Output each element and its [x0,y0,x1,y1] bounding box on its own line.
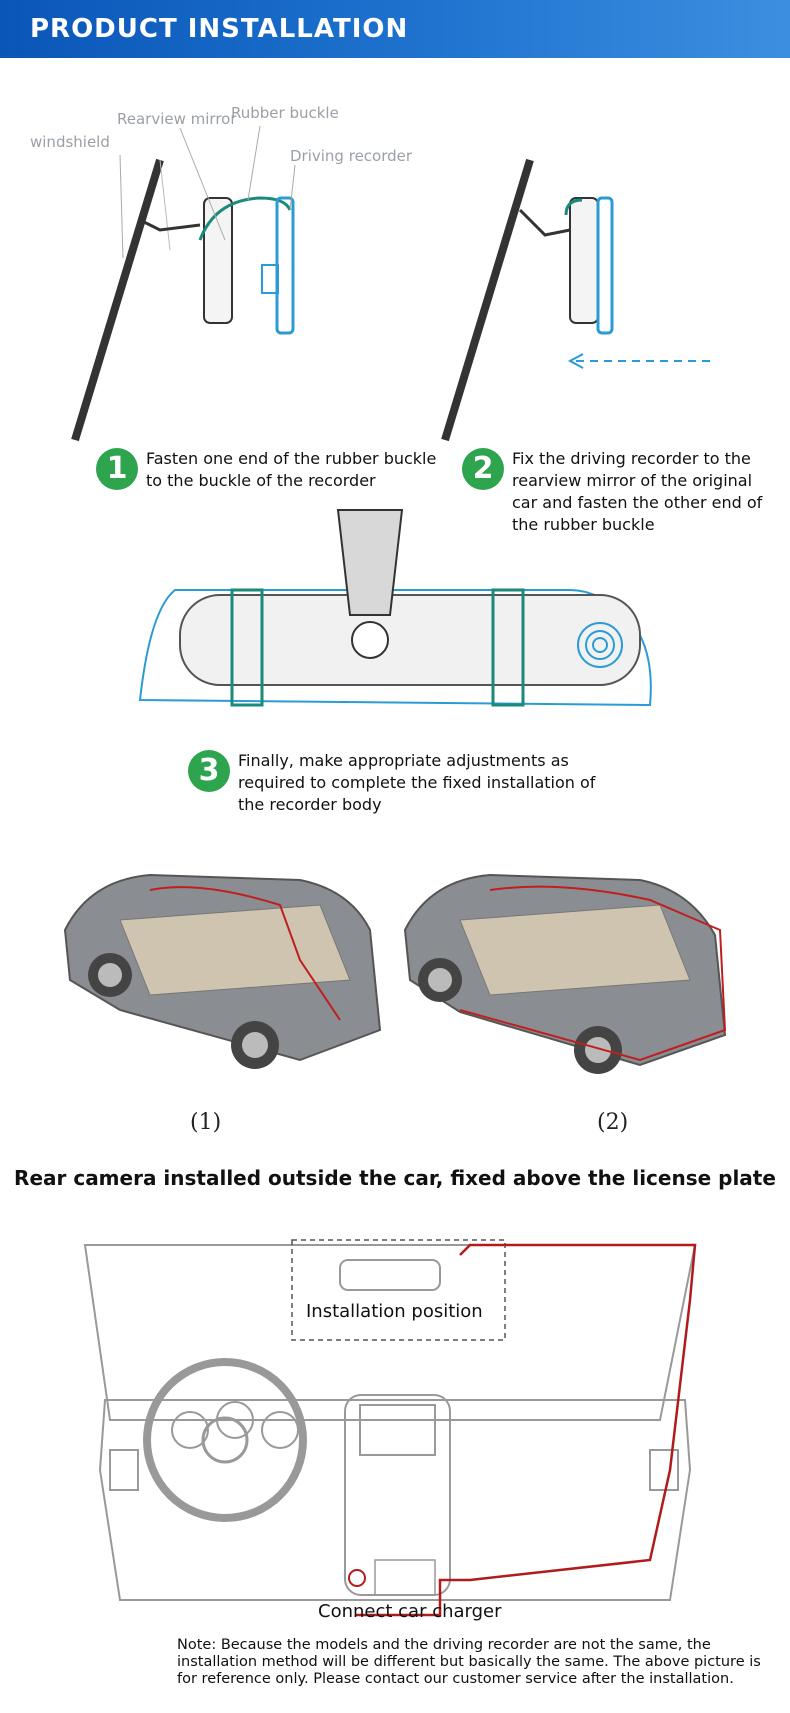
step-number-3: 3 [188,750,230,792]
label-driving-recorder: Driving recorder [290,147,413,165]
car-illustration-1 [63,873,382,1069]
installation-position-box [291,1239,506,1341]
step-3: 3 Finally, make appropriate adjustments … [188,750,608,816]
header-banner: PRODUCT INSTALLATION [0,0,790,58]
rear-mirror-outline [339,1259,441,1291]
installation-position-label: Installation position [306,1301,483,1322]
step-2: 2 Fix the driving recorder to the rearvi… [462,448,782,536]
step-1: 1 Fasten one end of the rubber buckle to… [96,448,446,492]
mirror-top-view [179,594,641,686]
rubber-buckle-a [230,588,264,707]
camera-lens [577,622,623,668]
rubber-buckle-left [198,196,292,241]
windshield-left [71,158,164,442]
rearview-mirror-left [203,197,233,324]
step-number-1: 1 [96,448,138,490]
charger-socket [348,1569,366,1587]
step-text-3: Finally, make appropriate adjustments as… [238,751,596,814]
label-rubber-buckle: Rubber buckle [231,104,339,122]
driving-recorder-left [275,196,295,335]
step-text-1: Fasten one end of the rubber buckle to t… [146,449,437,490]
label-windshield: windshield [30,133,110,151]
driving-recorder-right [596,196,614,335]
charger-wire [355,1243,697,1617]
note-text: Note: Because the models and the driving… [177,1637,761,1687]
page-title: PRODUCT INSTALLATION [30,14,409,44]
connect-charger-label: Connect car charger [318,1601,502,1622]
car-caption-1: (1) [190,1110,222,1135]
step-number-2: 2 [462,448,504,490]
dashboard-diagram [83,1239,697,1617]
rubber-buckle-b [491,588,525,707]
label-rearview-mirror: Rearview mirror [117,110,237,128]
mirror-arm-left [139,218,201,232]
mirror-stem [336,509,404,616]
windshield-right [441,158,534,442]
car-illustration-2 [403,873,727,1074]
step-text-2: Fix the driving recorder to the rearview… [512,449,763,534]
car-caption-2: (2) [597,1110,629,1135]
rear-camera-heading: Rear camera installed outside the car, f… [14,1166,776,1190]
